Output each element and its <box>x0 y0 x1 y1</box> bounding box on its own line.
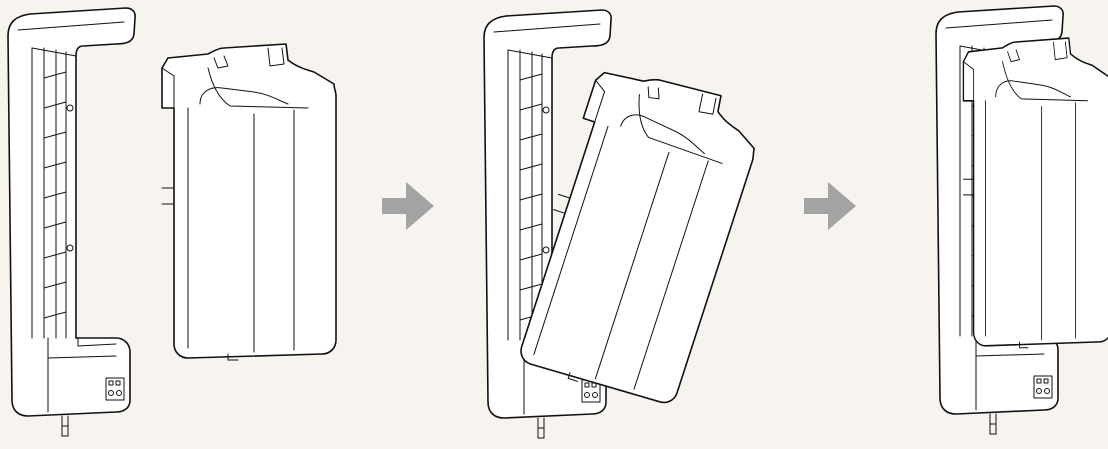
wall-mount-bracket <box>7 7 136 437</box>
step-1-separated <box>7 7 337 437</box>
arrow-right-icon <box>382 182 434 230</box>
step-3-mounted <box>935 5 1108 435</box>
arrow-right-icon <box>804 182 856 230</box>
battery-unit <box>161 43 337 361</box>
step-2-hooking <box>483 9 770 439</box>
battery-unit <box>962 37 1108 349</box>
